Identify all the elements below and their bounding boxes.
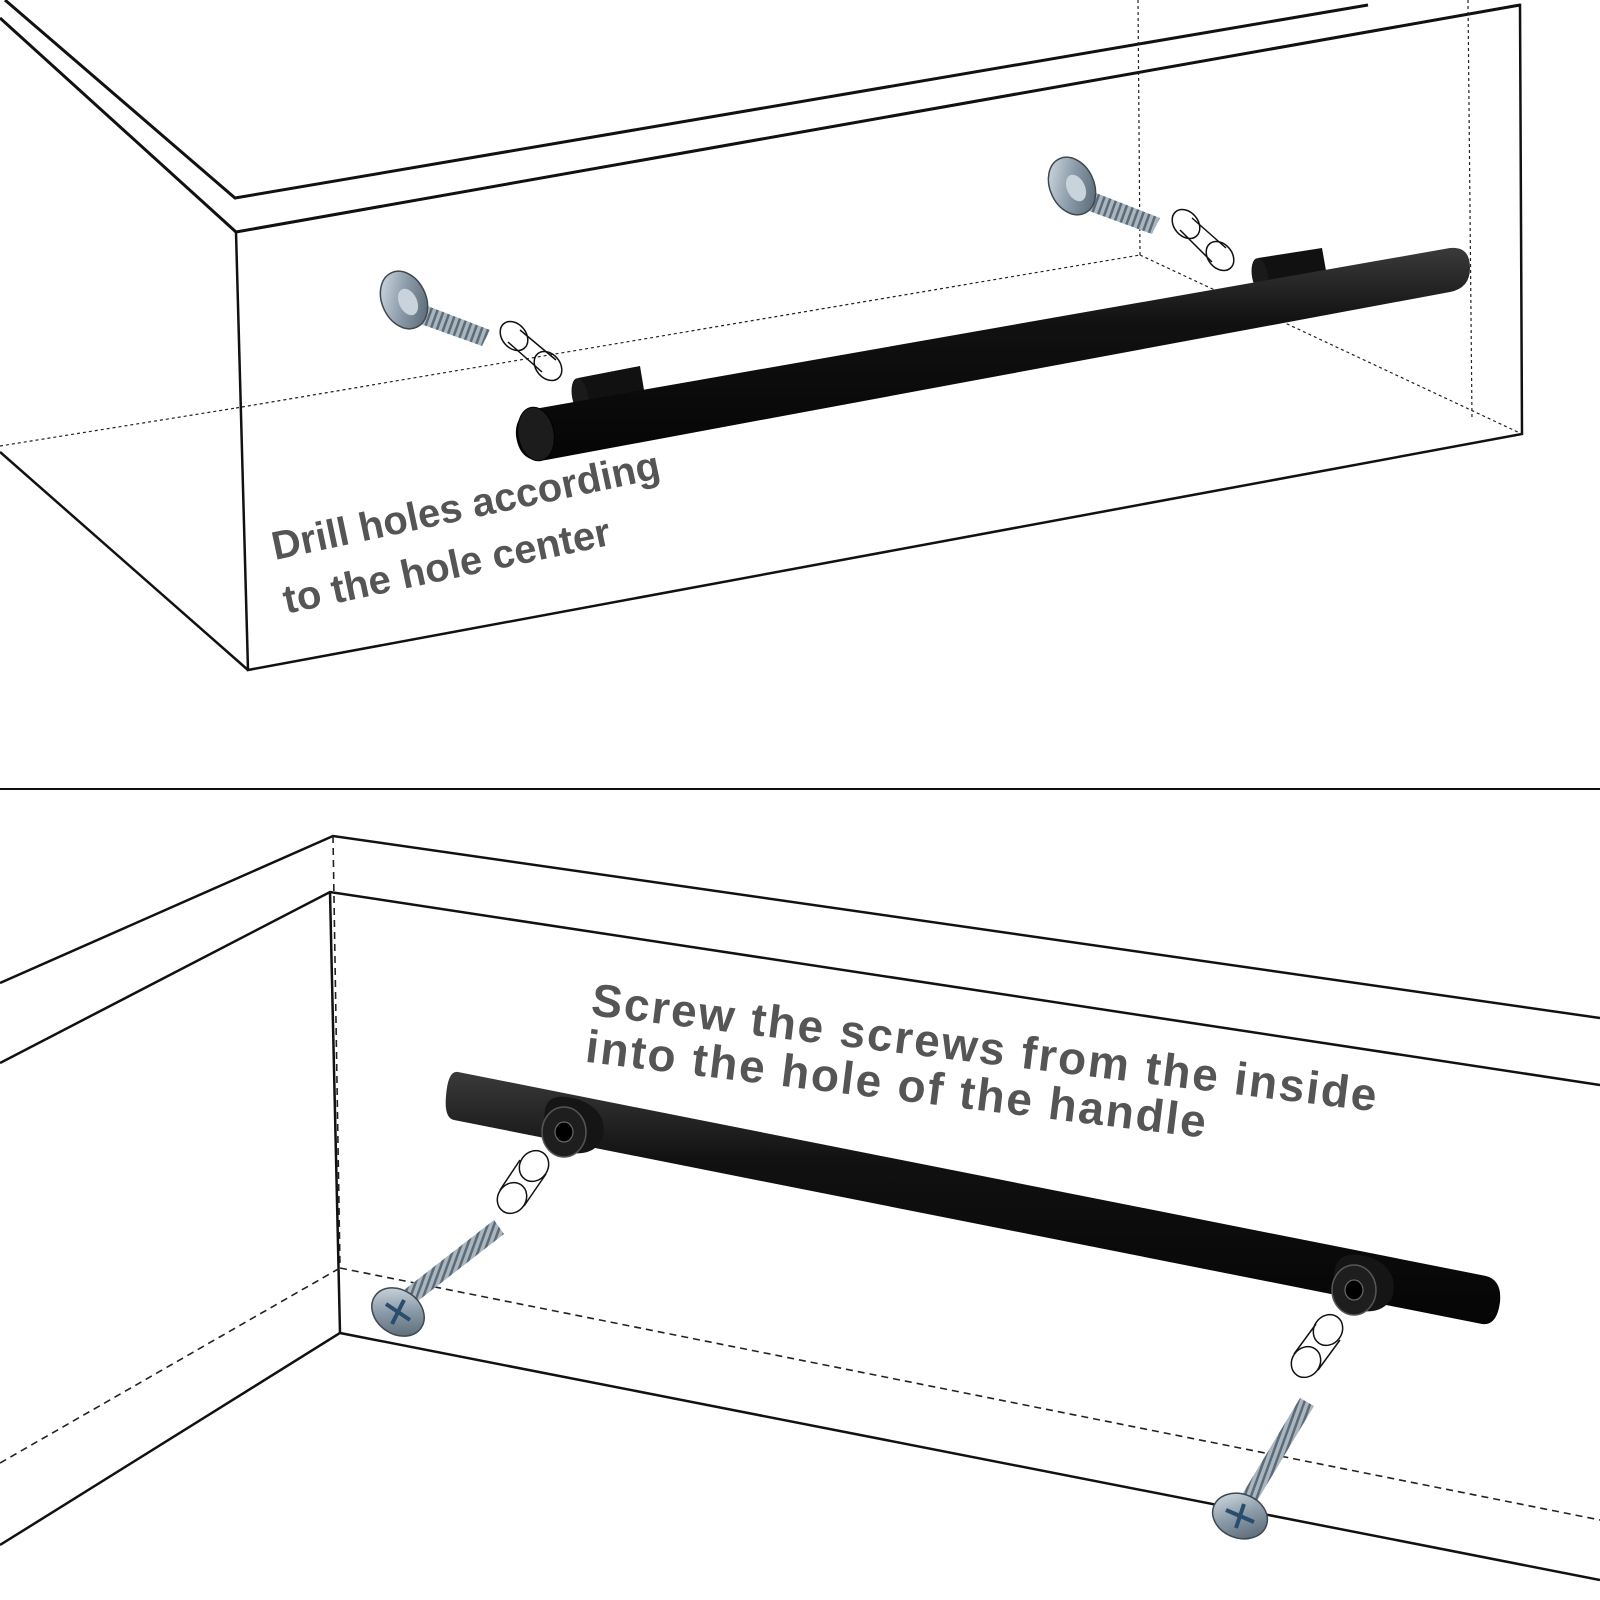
- caption-drill: Drill holes according to the hole center: [268, 444, 664, 623]
- handle-post-hole-right: [1331, 1254, 1394, 1316]
- drawer-inner-rim: [4, 0, 1369, 200]
- hidden-line: [1139, 254, 1523, 435]
- drawer-top-edge: [0, 3, 1521, 234]
- drill-hole-bottom-left: [496, 1149, 550, 1215]
- drawer-corner-edge: [328, 891, 342, 1334]
- bar-handle-top: [515, 247, 1470, 462]
- bar-handle-bottom: [445, 1071, 1501, 1325]
- drawer-bottom-panel: Screw the screws from the inside into th…: [0, 834, 1600, 1582]
- hidden-line: [0, 407, 237, 447]
- screw-top-right: [1047, 156, 1160, 234]
- screw-bottom-left: [371, 1220, 504, 1337]
- phillips-head-icon: [1225, 1503, 1255, 1529]
- drawer-side-edge: [0, 451, 249, 671]
- screw-top-left: [379, 270, 490, 346]
- drill-hole-bottom-right: [1290, 1313, 1344, 1379]
- hidden-line: [332, 835, 341, 1269]
- hidden-line: [235, 254, 1141, 409]
- drill-hole-right: [1171, 208, 1235, 272]
- hidden-line: [0, 1267, 341, 1464]
- handle-post-hole-left: [541, 1096, 604, 1158]
- drawer-floor-edge: [0, 1331, 1600, 1582]
- drawer-back-rim: [0, 834, 1600, 1020]
- hidden-line: [339, 1267, 1600, 1521]
- phillips-head-icon: [384, 1299, 412, 1325]
- drawer-top-panel: Drill holes according to the hole center: [0, 0, 1524, 672]
- hidden-line: [1467, 0, 1473, 421]
- drill-hole-left: [499, 320, 563, 382]
- screw-bottom-right: [1211, 1398, 1314, 1540]
- handle-end-cap: [517, 406, 555, 462]
